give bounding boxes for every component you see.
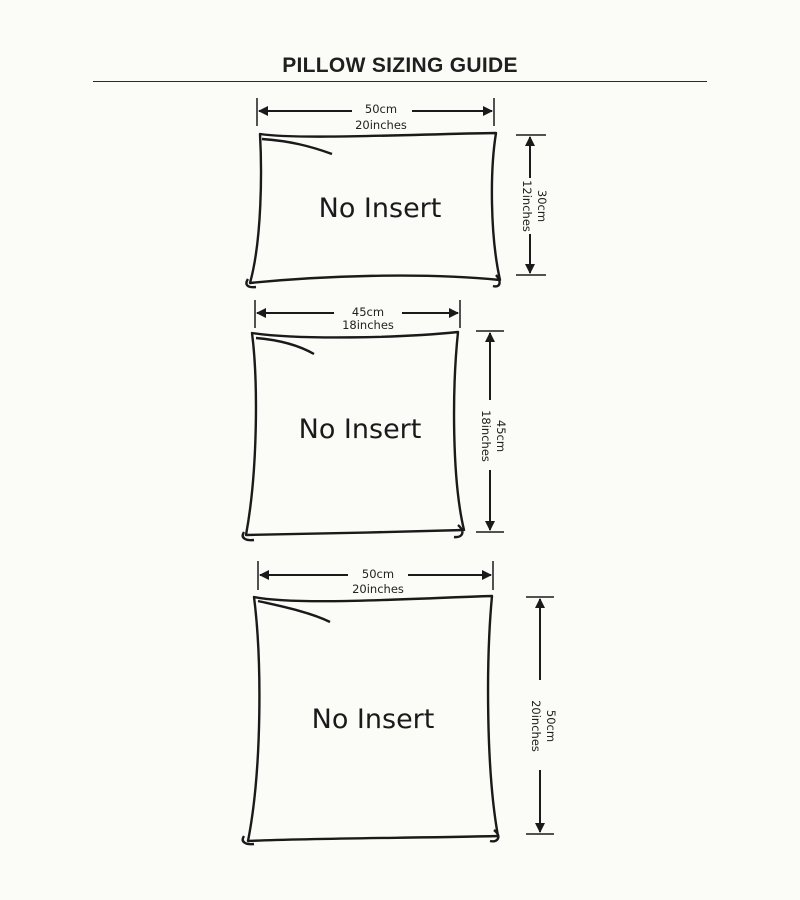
title-divider xyxy=(93,81,707,82)
pillow-outline xyxy=(245,131,502,289)
pillow-outline xyxy=(241,330,466,542)
page-title: PILLOW SIZING GUIDE xyxy=(282,54,518,77)
height-inches: 12inches xyxy=(520,180,534,232)
pillow-label: No Insert xyxy=(319,193,442,224)
pillow-3: No Insert 50cm 20inches 50cm 20inches xyxy=(241,561,558,846)
pillow-label: No Insert xyxy=(312,704,435,735)
height-cm: 45cm xyxy=(494,420,508,452)
height-inches: 18inches xyxy=(479,410,493,462)
height-inches: 20inches xyxy=(529,700,543,752)
width-cm: 50cm xyxy=(365,102,397,116)
pillow-outline xyxy=(241,594,500,846)
height-cm: 30cm xyxy=(535,190,549,222)
width-inches: 20inches xyxy=(355,118,407,132)
width-inches: 20inches xyxy=(352,582,404,596)
width-cm: 45cm xyxy=(352,305,384,319)
width-cm: 50cm xyxy=(362,567,394,581)
height-cm: 50cm xyxy=(544,710,558,742)
pillow-2: No Insert 45cm 18inches 45cm 18inches xyxy=(241,300,508,542)
width-inches: 18inches xyxy=(342,318,394,332)
pillow-label: No Insert xyxy=(299,414,422,445)
pillow-1: No Insert 50cm 20inches 30cm 12inches xyxy=(245,98,549,289)
